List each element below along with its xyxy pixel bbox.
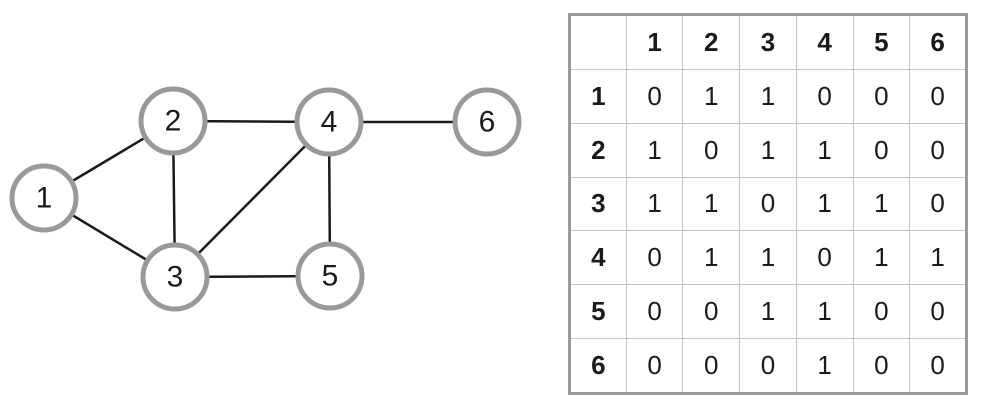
matrix-cell-2-3: 1	[739, 122, 797, 178]
graph-node-circle	[452, 87, 522, 157]
matrix-column-header-1: 1	[625, 13, 684, 71]
matrix-cell-3-4: 1	[795, 176, 854, 232]
adjacency-graph: 1 2 3 4 5 6	[9, 86, 522, 312]
graph-node-label: 3	[167, 261, 184, 294]
matrix-cell-2-1: 1	[625, 122, 684, 178]
matrix-cell-6-6: 0	[909, 337, 967, 395]
matrix-cell-4-1: 0	[625, 230, 684, 285]
matrix-cell-6-2: 0	[682, 337, 741, 395]
graph-node-circle	[138, 86, 208, 156]
matrix-cell-1-3: 1	[739, 69, 797, 124]
graph-edge-3-4	[174, 121, 330, 278]
matrix-row-header-6: 6	[569, 337, 627, 395]
matrix-cell-5-1: 0	[625, 283, 684, 339]
matrix-row-header-3: 3	[569, 176, 627, 232]
matrix-cell-6-5: 0	[852, 337, 911, 395]
matrix-cell-2-6: 0	[909, 122, 967, 178]
matrix-cell-5-5: 0	[852, 283, 911, 339]
matrix-cell-2-2: 0	[682, 122, 741, 178]
matrix-row-header-4: 4	[569, 230, 627, 285]
graph-node-3: 3	[140, 242, 210, 312]
graph-node-5: 5	[295, 241, 365, 311]
matrix-cell-3-3: 0	[739, 176, 797, 232]
matrix-column-header-4: 4	[795, 13, 854, 71]
matrix-cell-3-1: 1	[625, 176, 684, 232]
matrix-cell-2-5: 0	[852, 122, 911, 178]
matrix-cell-5-2: 0	[682, 283, 741, 339]
matrix-corner-cell	[569, 13, 627, 71]
graph-node-1: 1	[9, 163, 79, 233]
matrix-row-header-5: 5	[569, 283, 627, 339]
matrix-cell-1-5: 0	[852, 69, 911, 124]
matrix-cell-1-1: 0	[625, 69, 684, 124]
matrix-cell-1-2: 1	[682, 69, 741, 124]
matrix-cell-3-5: 1	[852, 176, 911, 232]
matrix-cell-6-1: 0	[625, 337, 684, 395]
matrix-cell-5-6: 0	[909, 283, 967, 339]
graph-node-circle	[9, 163, 79, 233]
matrix-cell-4-2: 1	[682, 230, 741, 285]
matrix-column-header-3: 3	[739, 13, 797, 71]
matrix-cell-2-4: 1	[795, 122, 854, 178]
graph-node-circle	[295, 241, 365, 311]
matrix-cell-3-6: 0	[909, 176, 967, 232]
matrix-cell-5-4: 1	[795, 283, 854, 339]
matrix-cell-1-6: 0	[909, 69, 967, 124]
matrix-cell-4-3: 1	[739, 230, 797, 285]
matrix-column-header-6: 6	[909, 13, 967, 71]
matrix-row-header-2: 2	[569, 122, 627, 178]
graph-node-circle	[140, 242, 210, 312]
matrix-row-header-1: 1	[569, 69, 627, 124]
matrix-cell-1-4: 0	[795, 69, 854, 124]
graph-node-label: 1	[36, 182, 53, 215]
matrix-cell-4-6: 1	[909, 230, 967, 285]
matrix-cell-4-5: 1	[852, 230, 911, 285]
matrix-cell-3-2: 1	[682, 176, 741, 232]
graph-node-label: 6	[479, 106, 496, 139]
matrix-column-header-2: 2	[682, 13, 741, 71]
matrix-cell-6-3: 0	[739, 337, 797, 395]
graph-node-label: 5	[322, 260, 339, 293]
matrix-cell-4-4: 0	[795, 230, 854, 285]
matrix-cell-6-4: 1	[795, 337, 854, 395]
matrix-column-header-5: 5	[852, 13, 911, 71]
graph-node-4: 4	[294, 87, 364, 157]
graph-node-2: 2	[138, 86, 208, 156]
graph-node-label: 2	[165, 105, 182, 138]
graph-node-circle	[294, 87, 364, 157]
matrix-cell-5-3: 1	[739, 283, 797, 339]
graph-node-label: 4	[321, 106, 338, 139]
graph-node-6: 6	[452, 87, 522, 157]
